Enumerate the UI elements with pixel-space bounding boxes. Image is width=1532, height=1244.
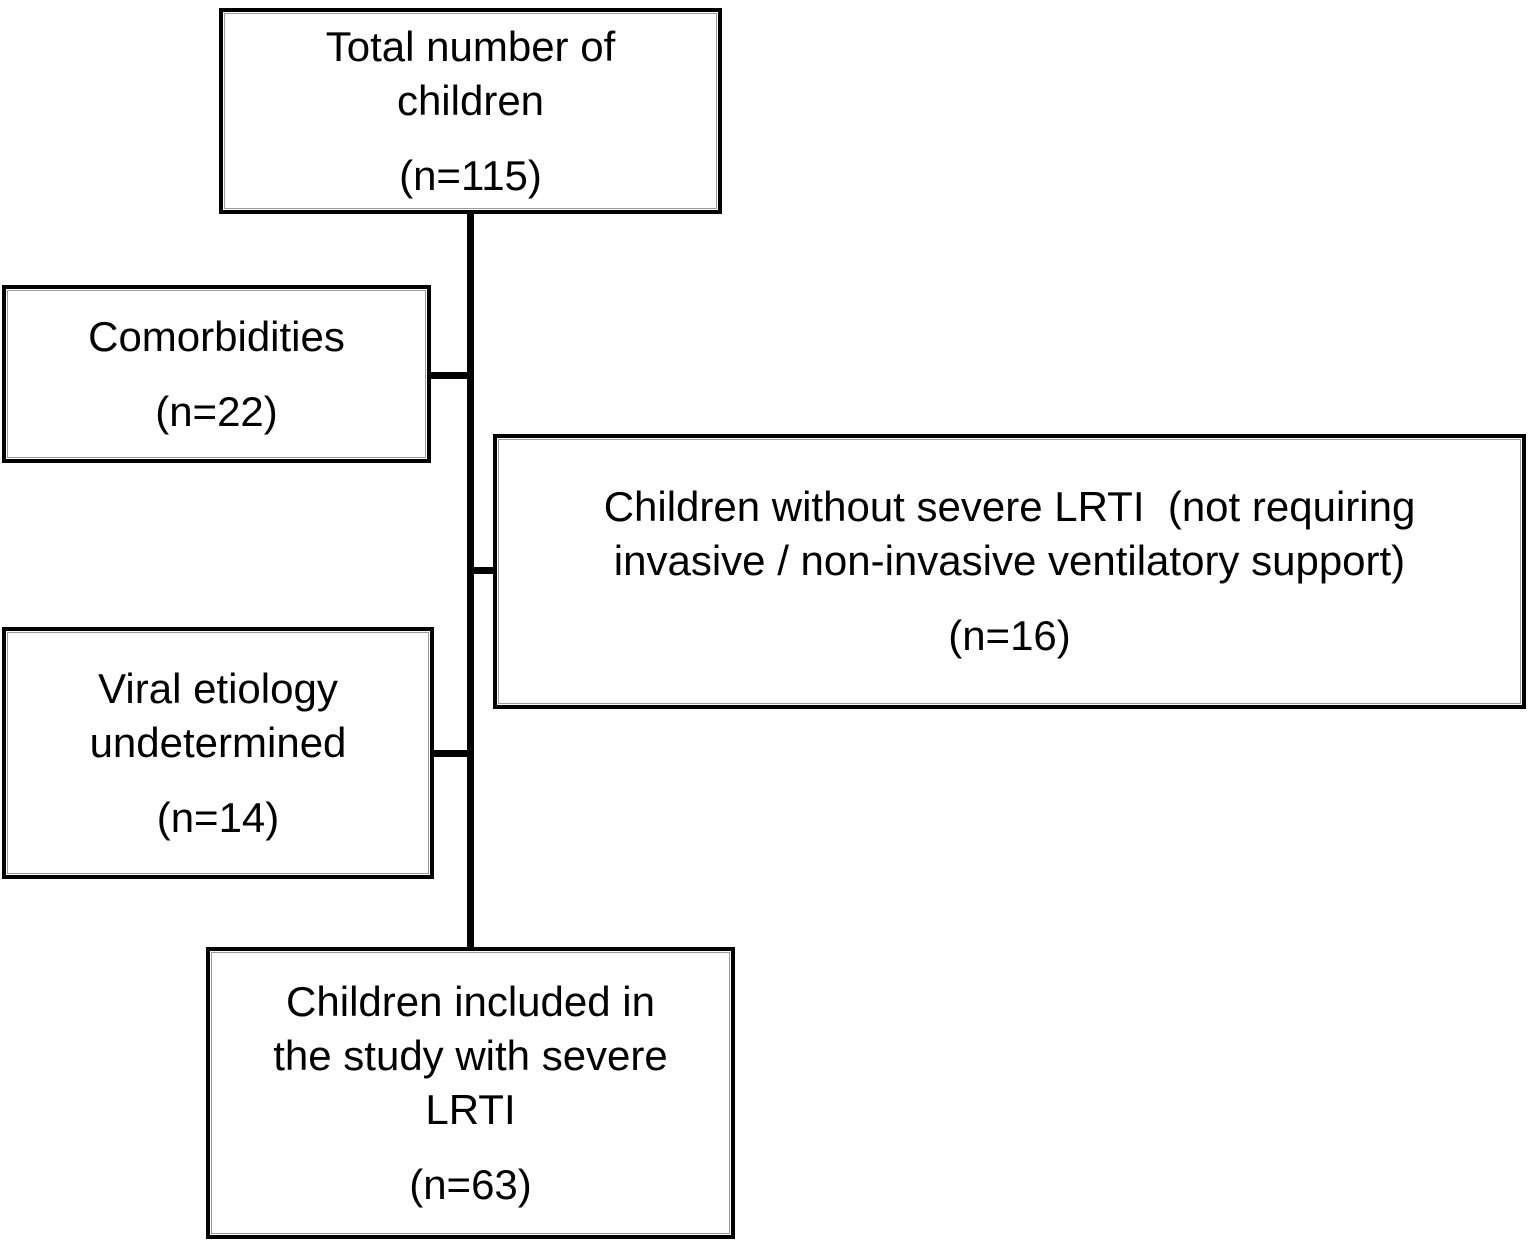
box-count: (n=63) [409, 1160, 532, 1208]
box-count: (n=14) [156, 793, 280, 841]
box-count: (n=22) [155, 387, 278, 435]
box-label-line: Children without severe LRTI (not requir… [603, 483, 1416, 530]
connector-main-vertical [467, 212, 474, 949]
box-count: (n=16) [948, 612, 1071, 659]
connector-viral-undetermined-branch [431, 750, 469, 757]
box-label-line: Viral etiology [98, 664, 338, 712]
box-label-line: Comorbidities [88, 312, 345, 360]
connector-without-severe-lrti-branch [470, 567, 496, 574]
box-label-line: LRTI [425, 1085, 516, 1133]
box-label-line: invasive / non-invasive ventilatory supp… [613, 537, 1406, 584]
box-label-line: Total number of [325, 22, 616, 70]
box-children-without-severe-lrti: Children without severe LRTI (not requir… [493, 434, 1526, 709]
box-comorbidities: Comorbidities (n=22) [2, 285, 431, 463]
box-label-line: the study with severe [273, 1031, 668, 1079]
box-count: (n=115) [399, 151, 542, 199]
box-children-included: Children included in the study with seve… [206, 947, 735, 1239]
connector-comorbidities-branch [428, 372, 469, 379]
box-viral-etiology-undetermined: Viral etiology undetermined (n=14) [2, 627, 434, 879]
box-label-line: undetermined [89, 718, 347, 766]
box-label-line: children [396, 76, 545, 124]
box-label-line: Children included in [286, 977, 655, 1025]
box-total-children: Total number of children (n=115) [219, 8, 722, 214]
